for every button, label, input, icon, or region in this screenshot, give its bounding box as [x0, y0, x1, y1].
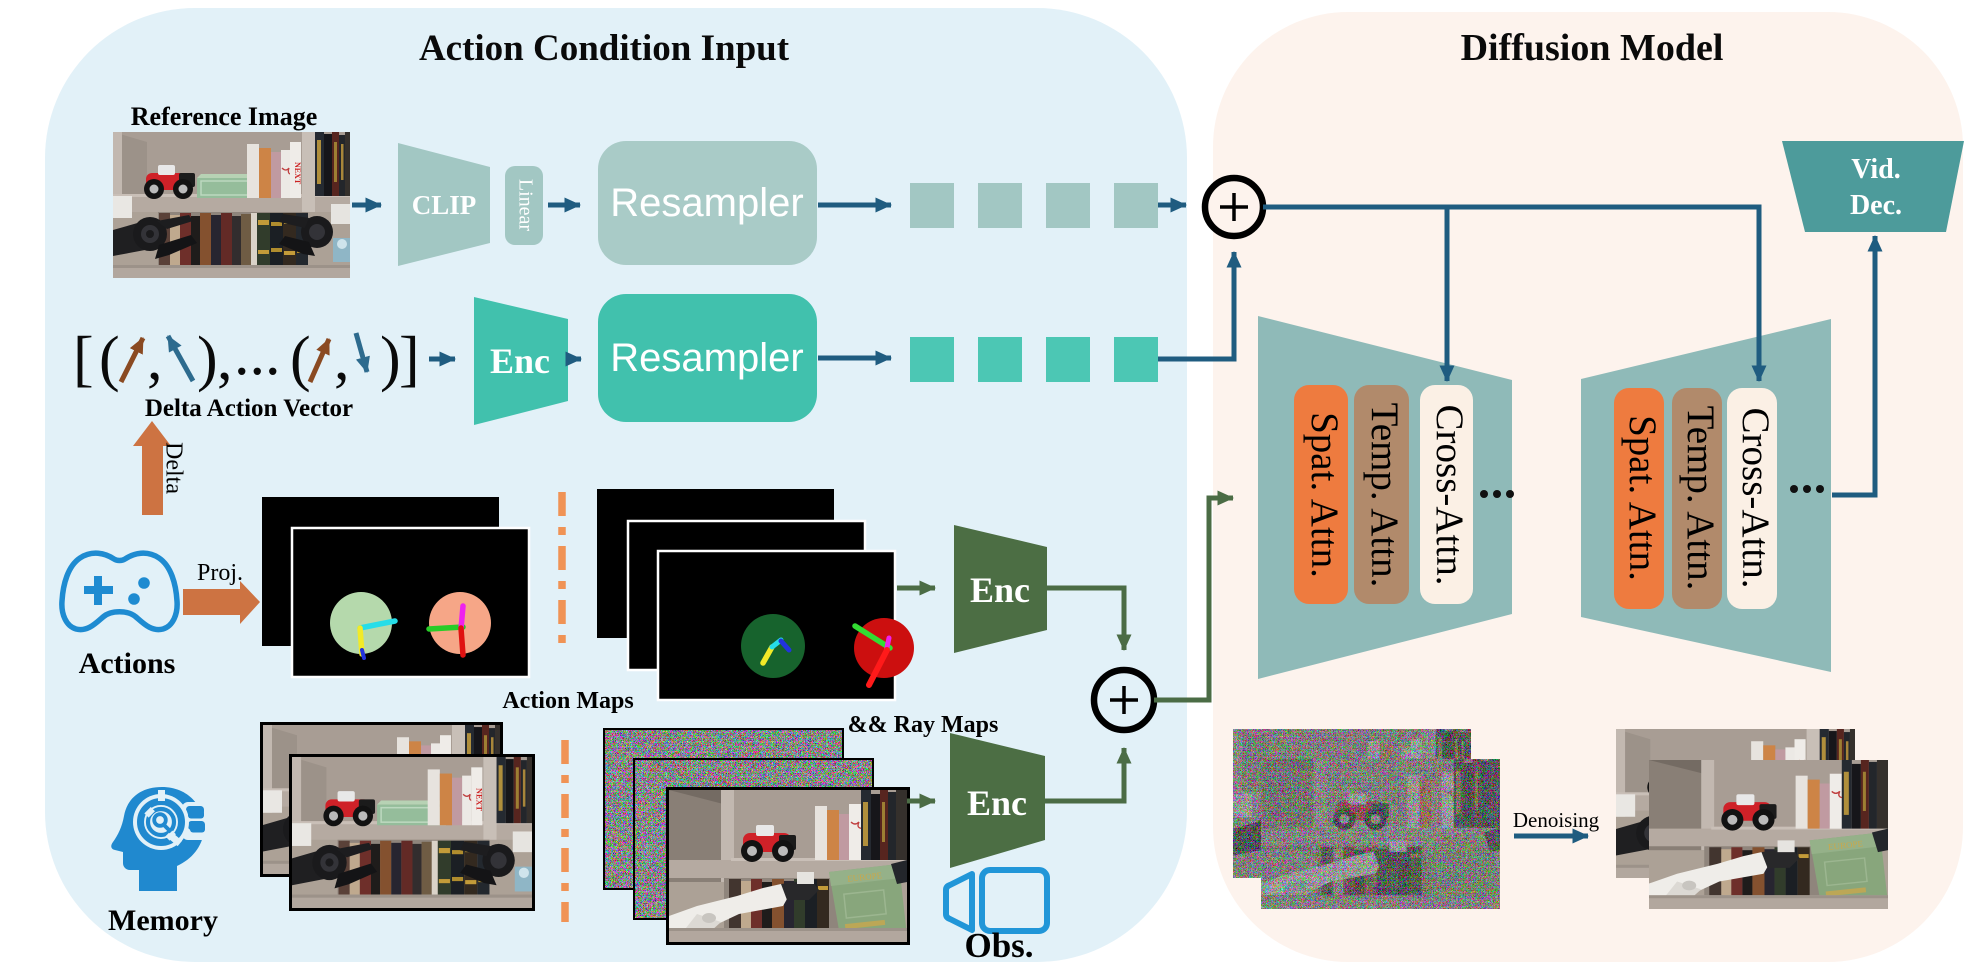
svg-text:Spat. Attn.: Spat. Attn.	[1621, 415, 1664, 581]
svg-text:Action Maps: Action Maps	[502, 688, 633, 714]
svg-text:Spat. Attn.: Spat. Attn.	[1303, 412, 1346, 578]
svg-text:Cross-Attn.: Cross-Attn.	[1734, 408, 1777, 589]
svg-text:]: ]	[399, 325, 420, 393]
svg-text:): )	[197, 325, 218, 393]
svg-text:Reference Image: Reference Image	[131, 102, 317, 131]
svg-text:Action Condition Input: Action Condition Input	[419, 28, 790, 69]
svg-text:Temp. Attn.: Temp. Attn.	[1679, 406, 1722, 591]
svg-text:,: ,	[147, 325, 163, 393]
svg-text:Enc: Enc	[967, 783, 1027, 823]
svg-text:Dec.: Dec.	[1850, 190, 1902, 221]
svg-text:Linear: Linear	[514, 179, 536, 232]
svg-text:Obs.: Obs.	[964, 926, 1033, 965]
svg-text:,: ,	[334, 325, 350, 393]
svg-text:Vid.: Vid.	[1851, 154, 1901, 185]
svg-text:): )	[380, 325, 401, 393]
svg-text:Delta: Delta	[160, 442, 186, 494]
svg-text:,: ,	[217, 325, 233, 393]
svg-text:Memory: Memory	[108, 904, 218, 937]
svg-text:Diffusion Model: Diffusion Model	[1461, 27, 1724, 69]
svg-text:&& Ray Maps: && Ray Maps	[848, 712, 999, 738]
svg-text:(: (	[290, 325, 311, 393]
svg-text:Delta Action Vector: Delta Action Vector	[145, 395, 353, 422]
svg-text:Resampler: Resampler	[610, 181, 803, 225]
svg-text:Proj.: Proj.	[197, 560, 243, 586]
svg-text:[: [	[73, 325, 94, 393]
svg-text:Temp. Attn.: Temp. Attn.	[1363, 403, 1406, 588]
svg-text:CLIP: CLIP	[412, 190, 477, 220]
svg-text:Cross-Attn.: Cross-Attn.	[1428, 405, 1471, 586]
svg-text:Denoising: Denoising	[1513, 808, 1600, 832]
svg-text:Actions: Actions	[79, 647, 176, 680]
svg-text:Enc: Enc	[490, 341, 550, 381]
svg-text:Enc: Enc	[970, 570, 1030, 610]
svg-text:(: (	[99, 325, 120, 393]
svg-text:...: ...	[234, 320, 281, 388]
svg-text:Resampler: Resampler	[610, 336, 803, 380]
